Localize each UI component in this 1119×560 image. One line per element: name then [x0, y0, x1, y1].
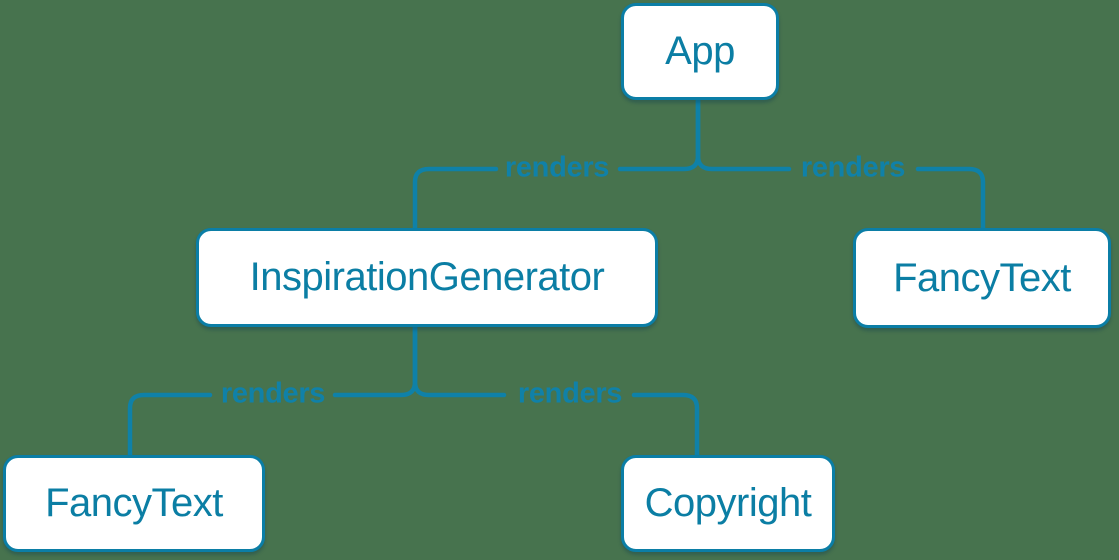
edge-label-renders: renders: [517, 377, 623, 410]
connector-app-to-inspirationgenerator-start: [617, 97, 701, 172]
connector-app-to-fancytext-start: [695, 97, 792, 172]
connector-inspirationgenerator-to-copyright-start: [412, 324, 507, 398]
edge-label-renders: renders: [800, 151, 906, 184]
connector-app-to-fancytext-end: [915, 166, 986, 232]
edge-label-renders: renders: [504, 151, 610, 184]
node-fancy-text: FancyText: [3, 455, 265, 552]
node-fancy-text: FancyText: [853, 228, 1111, 328]
connector-inspirationgenerator-to-fancytext-start: [332, 324, 418, 398]
edge-label-renders: renders: [220, 377, 326, 410]
connector-inspirationgenerator-to-copyright-end: [631, 392, 700, 459]
connector-app-to-inspirationgenerator-end: [412, 166, 499, 232]
connector-inspirationgenerator-to-fancytext-end: [127, 392, 213, 459]
node-copyright: Copyright: [621, 455, 835, 552]
node-inspiration-generator: InspirationGenerator: [196, 228, 658, 327]
node-app: App: [621, 3, 779, 100]
